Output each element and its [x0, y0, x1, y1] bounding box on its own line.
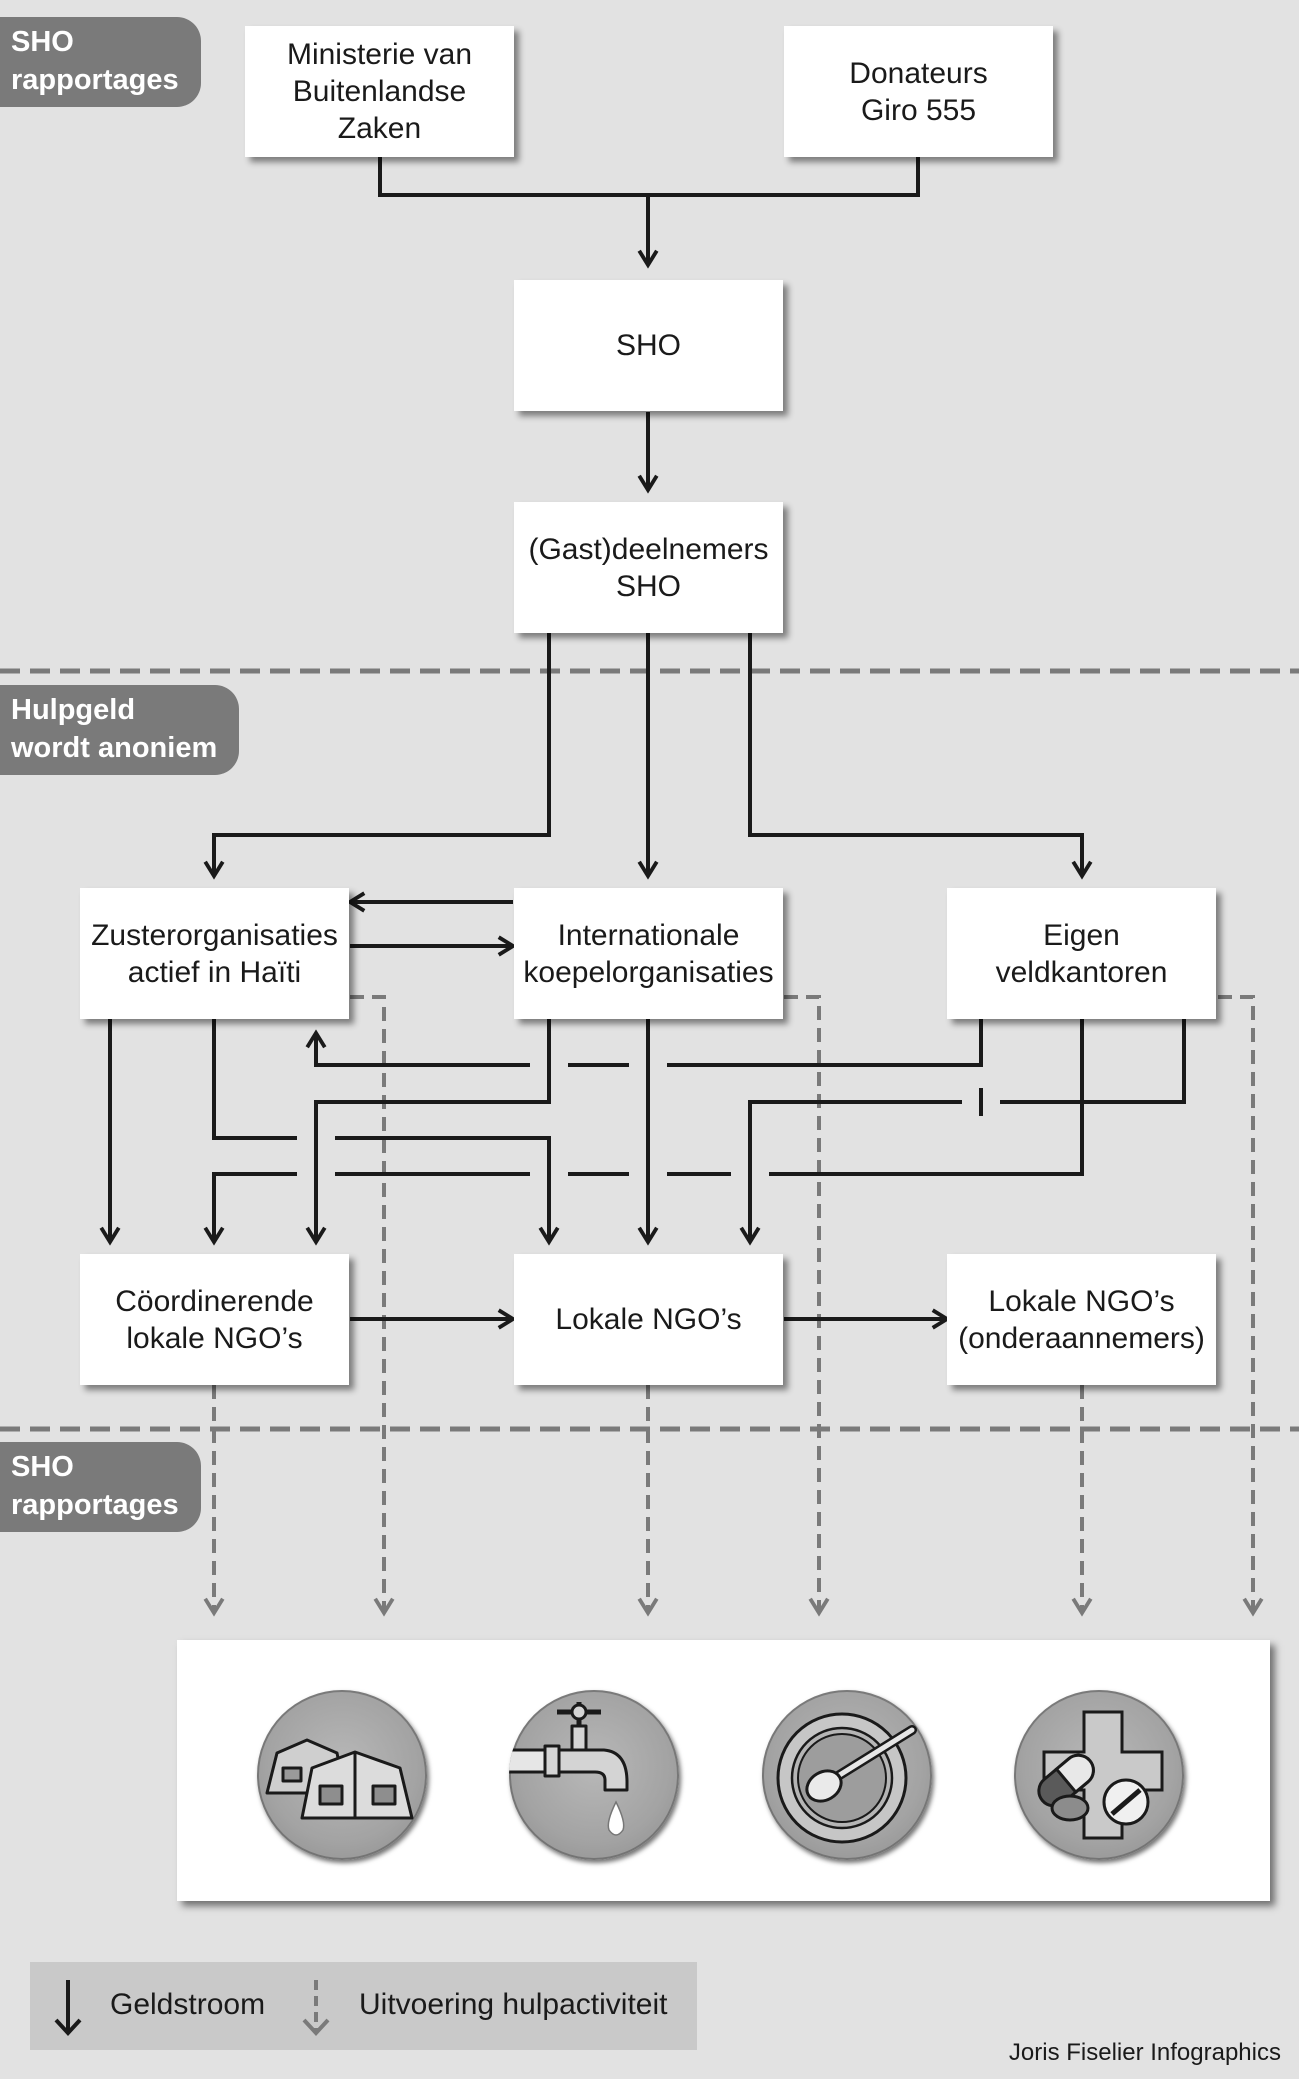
legend-aid-execution-label: Uitvoering hulpactiviteit — [359, 1988, 668, 2021]
aid-arrow-zuster — [350, 995, 395, 1617]
aid-arrow-koepel — [784, 995, 830, 1617]
money-arrow-top-merge — [378, 157, 920, 197]
money-arrow-to-veld — [748, 633, 1093, 880]
money-arrow-zuster-to-lokaal — [212, 1019, 560, 1246]
tag-sho-reports-top: SHO rapportages — [0, 17, 201, 107]
node-sho: SHO — [514, 280, 783, 411]
node-lokale-ngos: Lokale NGO’s — [514, 1254, 783, 1385]
dashed-arrow-icon — [302, 1980, 330, 2036]
node-deelnemers: (Gast)deelnemers SHO — [514, 502, 783, 633]
solid-arrow-icon — [54, 1980, 82, 2036]
node-ministerie: Ministerie van Buitenlandse Zaken — [245, 26, 514, 157]
medicine-icon — [1014, 1690, 1184, 1860]
aid-arrow-veld — [1218, 995, 1264, 1617]
money-arrow-koepel-to-coord — [305, 1019, 551, 1246]
water-tap-icon — [509, 1690, 679, 1860]
money-arrow-to-zuster — [203, 633, 551, 880]
node-zusterorganisaties: Zusterorganisaties actief in Haïti — [80, 888, 349, 1019]
tents-icon — [257, 1690, 427, 1860]
node-veldkantoren: Eigen veldkantoren — [947, 888, 1216, 1019]
aid-activities-panel — [177, 1640, 1270, 1901]
legend-money-flow-label: Geldstroom — [110, 1988, 266, 2021]
money-arrow-veld-to-zuster — [305, 1019, 983, 1067]
money-arrow-veld-to-lokaal — [739, 1019, 1186, 1246]
tag-aid-anonymous: Hulpgeld wordt anoniem — [0, 685, 240, 775]
node-coordinerende-ngos: Cöordinerende lokale NGO’s — [80, 1254, 349, 1385]
legend: Geldstroom Uitvoering hulpactiviteit — [30, 1962, 697, 2050]
money-arrow-veld-to-coord — [203, 1019, 1084, 1246]
food-bowl-icon — [762, 1690, 932, 1860]
node-donateurs: Donateurs Giro 555 — [784, 26, 1053, 157]
tag-sho-reports-bottom: SHO rapportages — [0, 1442, 201, 1532]
node-onderaannemers: Lokale NGO’s (onderaannemers) — [947, 1254, 1216, 1385]
node-koepelorganisaties: Internationale koepelorganisaties — [514, 888, 783, 1019]
credit: Joris Fiselier Infographics — [1008, 2039, 1281, 2066]
